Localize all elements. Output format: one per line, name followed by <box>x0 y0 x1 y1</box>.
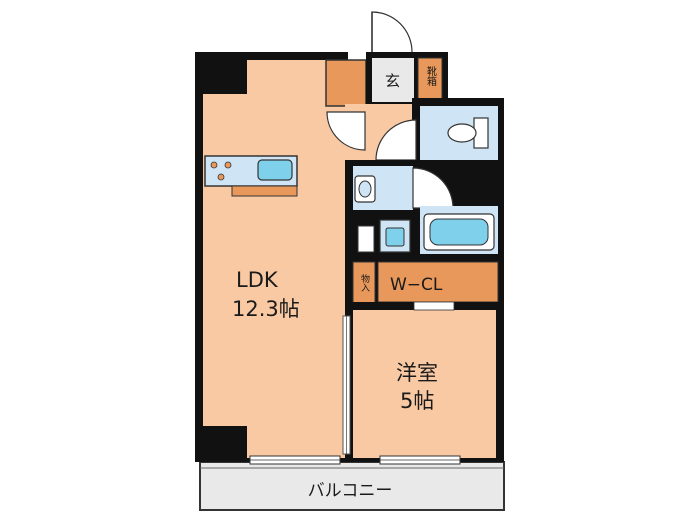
balcony-label: バルコニー <box>308 481 393 501</box>
bedroom-floor <box>353 310 496 458</box>
stove-burner-2 <box>224 161 232 169</box>
stove-burner-3 <box>217 173 225 181</box>
toilet-bowl <box>447 123 477 143</box>
bedroom-closet-door <box>413 301 455 311</box>
entrance-closet <box>325 59 367 107</box>
balcony-area <box>199 461 505 511</box>
bedroom-label: 洋室 <box>396 361 438 385</box>
walk-in-closet-label: W−CL <box>390 275 443 295</box>
front-door-swing <box>371 11 413 53</box>
storage-label: 物入 <box>359 273 370 292</box>
bathtub-basin <box>429 218 489 246</box>
ldk-size-label: 12.3帖 <box>232 297 300 321</box>
kitchen-sink <box>257 159 293 181</box>
entrance-floor <box>372 58 414 102</box>
small-storage <box>357 225 375 253</box>
ldk-label: LDK <box>236 268 279 292</box>
entrance-label: 玄 <box>385 72 400 90</box>
wash-basin-bowl <box>358 180 372 198</box>
kitchen-cabinet <box>231 185 298 197</box>
bedroom-size-label: 5帖 <box>400 389 434 413</box>
stove-burner-1 <box>210 161 218 169</box>
pillar-top-left <box>203 60 247 94</box>
washing-machine <box>385 227 405 247</box>
toilet-door-swing <box>375 119 417 161</box>
pillar-bottom-left <box>203 426 247 458</box>
shoe-cabinet-label: 靴箱 <box>425 65 437 87</box>
ldk-door-swing <box>326 111 366 151</box>
ldk-floor <box>203 60 345 458</box>
